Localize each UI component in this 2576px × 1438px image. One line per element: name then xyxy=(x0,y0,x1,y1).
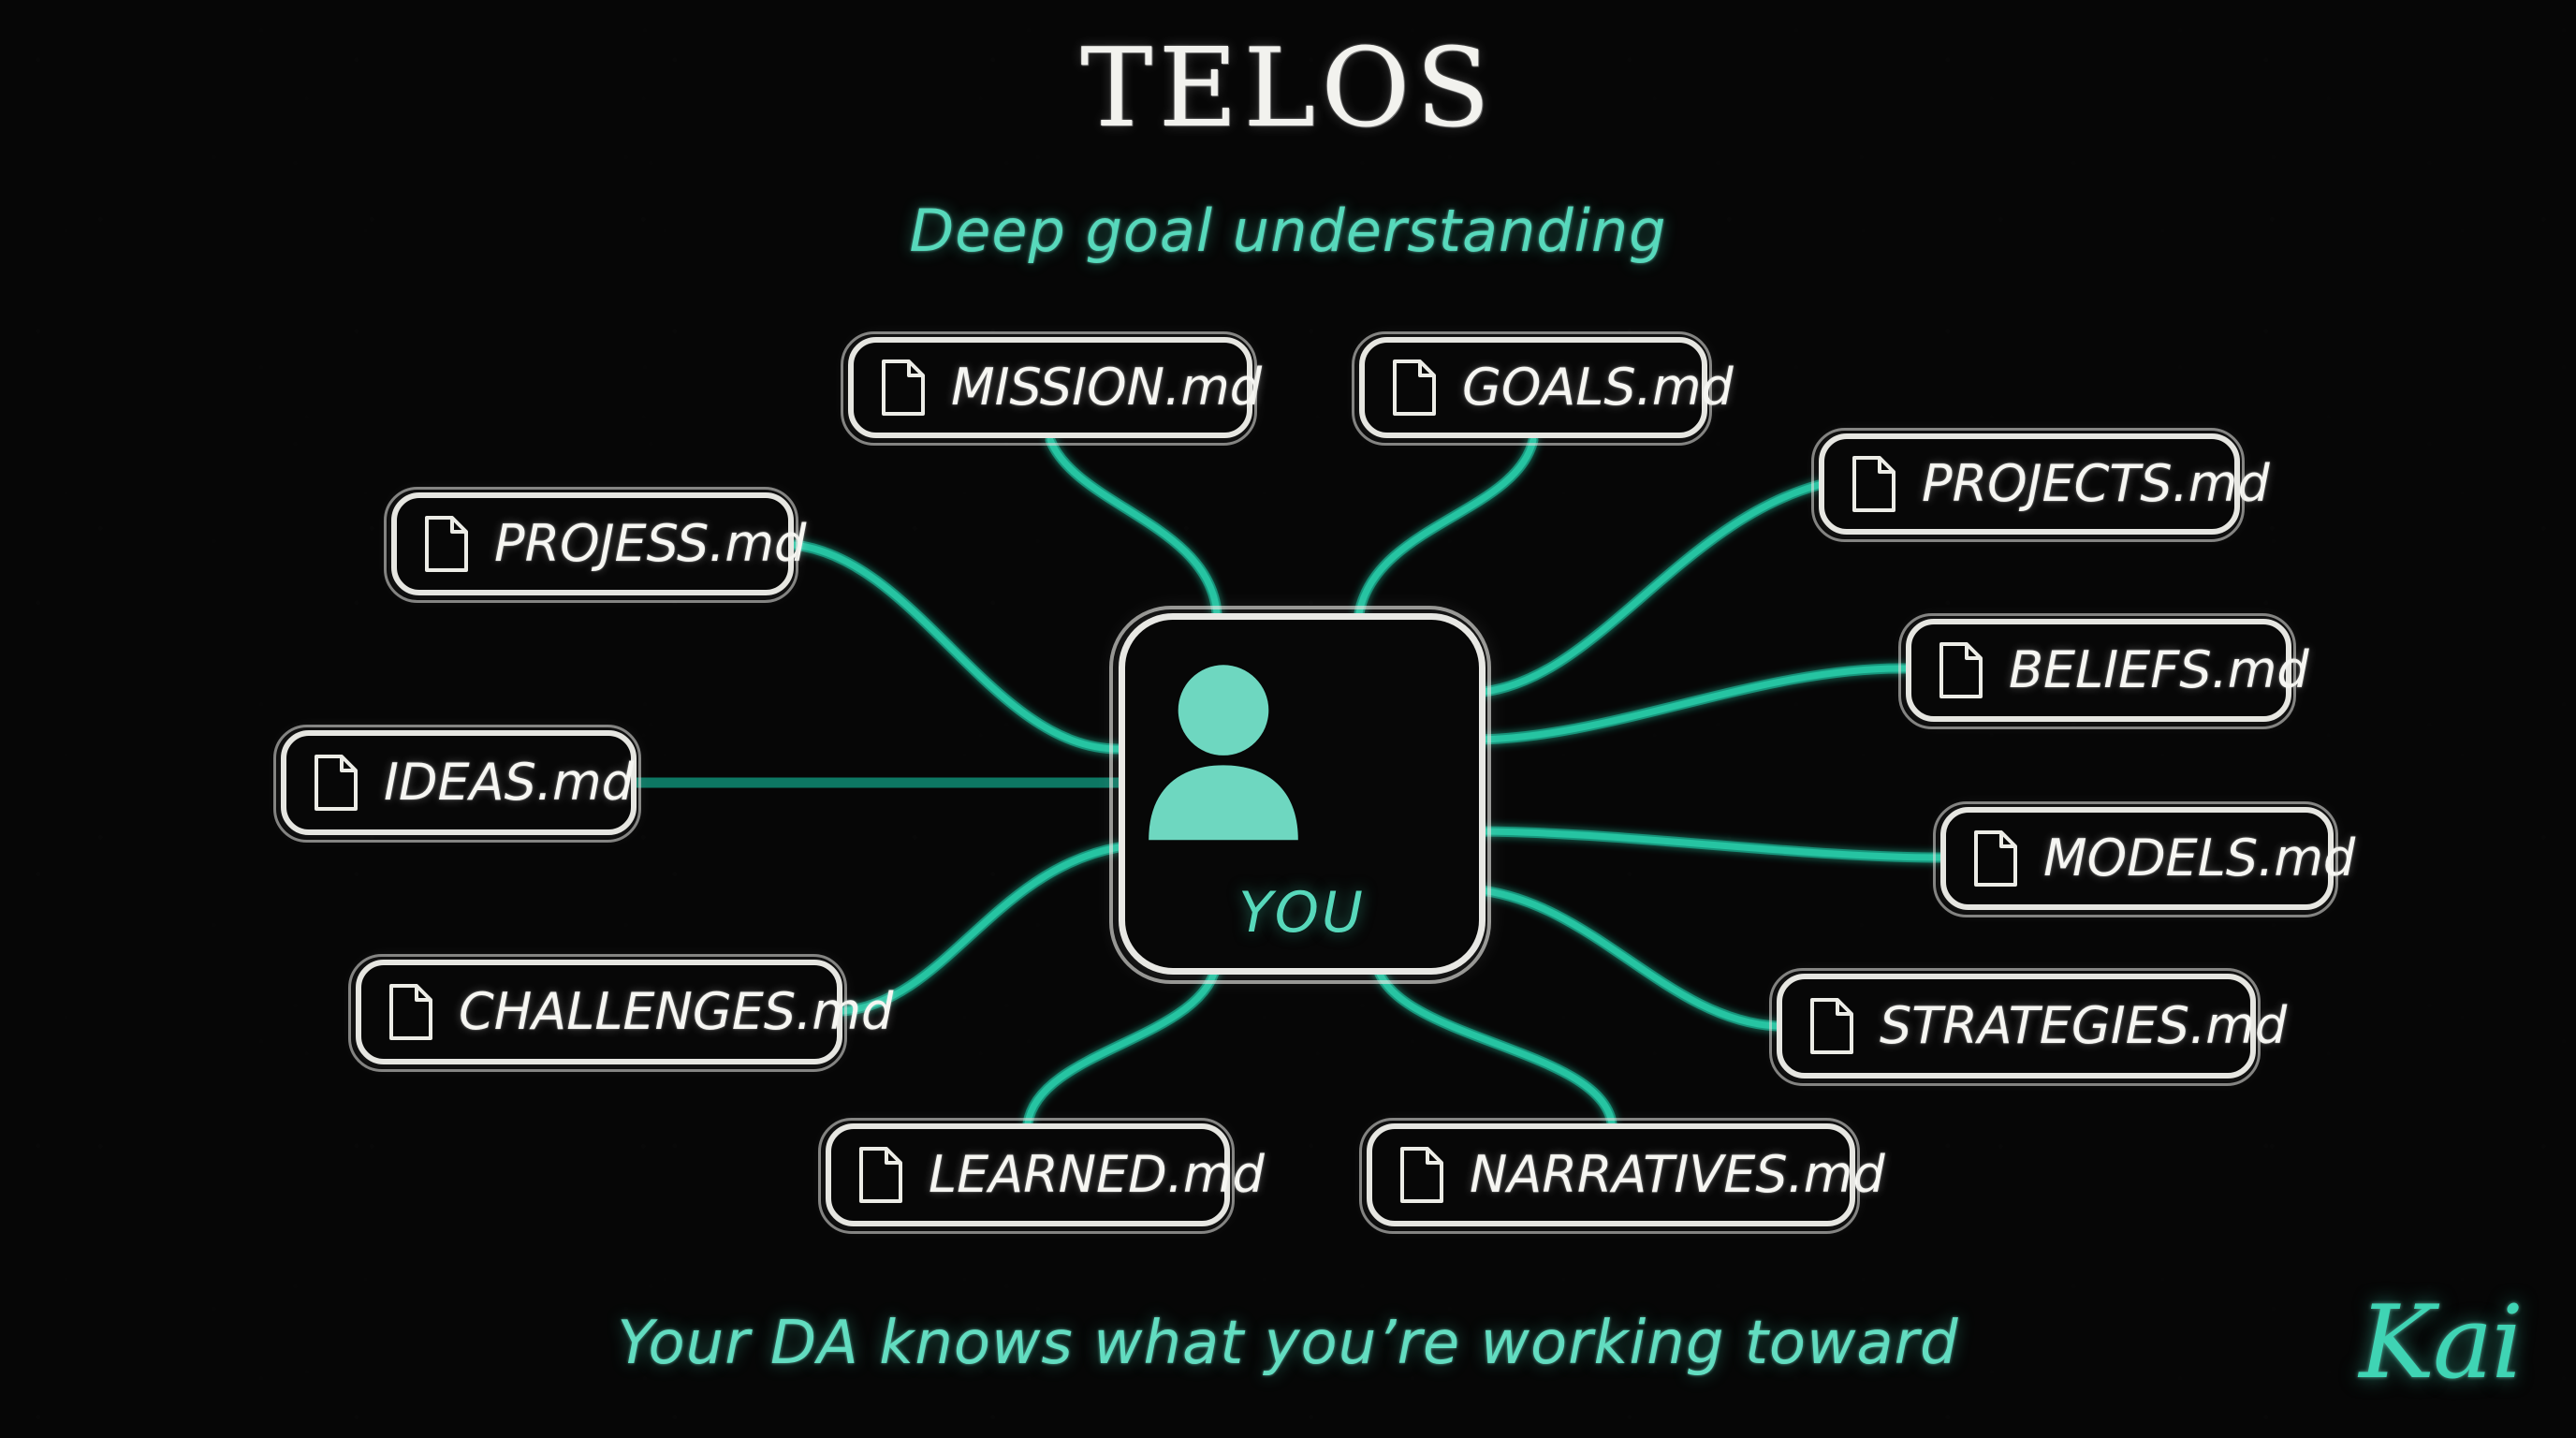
node-projess[interactable]: PROJESS.md xyxy=(384,487,806,603)
connector-you-mission-shadow xyxy=(1045,434,1222,619)
node-label-projects: PROJECTS.md xyxy=(1922,454,2270,513)
node-label-beliefs: BELIEFS.md xyxy=(2009,640,2309,699)
node-label-learned: LEARNED.md xyxy=(929,1145,1265,1204)
node-label-mission: MISSION.md xyxy=(951,358,1263,417)
document-icon xyxy=(1851,454,1897,514)
connector-you-goals-shadow xyxy=(1354,434,1539,619)
author-signature: Kai xyxy=(2359,1284,2524,1401)
node-beliefs[interactable]: BELIEFS.md xyxy=(1898,613,2309,729)
node-mission[interactable]: MISSION.md xyxy=(841,331,1262,446)
connector-you-narratives-shadow xyxy=(1370,956,1617,1129)
node-projects[interactable]: PROJECTS.md xyxy=(1811,428,2270,542)
document-icon xyxy=(857,1145,904,1205)
page-subtitle: Deep goal understanding xyxy=(909,197,1667,265)
connector-you-projects xyxy=(1469,481,1822,697)
node-label-challenges: CHALLENGES.md xyxy=(459,982,894,1041)
center-node-label: YOU xyxy=(1238,880,1366,946)
connector-you-strategies xyxy=(1469,886,1780,1030)
document-icon xyxy=(1938,640,1984,700)
page-title: TELOS xyxy=(1080,25,1496,152)
document-icon xyxy=(1398,1145,1445,1205)
node-label-goals: GOALS.md xyxy=(1462,358,1734,417)
person-icon xyxy=(1149,665,1298,841)
node-narratives[interactable]: NARRATIVES.md xyxy=(1359,1118,1885,1234)
document-icon xyxy=(1808,996,1855,1056)
document-icon xyxy=(423,514,470,574)
footer-tagline: Your DA knows what you’re working toward xyxy=(617,1309,1959,1378)
node-label-projess: PROJESS.md xyxy=(494,514,807,573)
connector-you-projess-shadow xyxy=(788,539,1124,755)
node-strategies[interactable]: STRATEGIES.md xyxy=(1769,968,2287,1086)
center-node-you[interactable]: YOU xyxy=(1109,606,1491,984)
connector-you-learned-shadow xyxy=(1022,956,1222,1129)
node-label-models: MODELS.md xyxy=(2043,829,2356,888)
document-icon xyxy=(313,753,359,813)
connector-you-learned xyxy=(1024,958,1221,1127)
connector-you-mission xyxy=(1046,436,1221,617)
connector-you-models xyxy=(1469,828,1944,861)
node-ideas[interactable]: IDEAS.md xyxy=(273,725,641,843)
document-icon xyxy=(880,358,927,418)
node-label-narratives: NARRATIVES.md xyxy=(1470,1145,1885,1204)
document-icon xyxy=(1972,829,2019,888)
node-label-strategies: STRATEGIES.md xyxy=(1880,996,2288,1055)
node-learned[interactable]: LEARNED.md xyxy=(818,1118,1265,1234)
node-goals[interactable]: GOALS.md xyxy=(1352,331,1734,446)
connector-you-strategies-shadow xyxy=(1467,884,1782,1032)
connector-you-projess xyxy=(790,541,1122,753)
node-challenges[interactable]: CHALLENGES.md xyxy=(348,954,893,1072)
connector-you-beliefs xyxy=(1469,665,1910,743)
document-icon xyxy=(388,982,434,1042)
node-models[interactable]: MODELS.md xyxy=(1933,801,2355,917)
document-icon xyxy=(1391,358,1438,418)
connector-you-goals xyxy=(1355,436,1537,617)
connector-you-narratives xyxy=(1372,958,1616,1127)
connector-you-beliefs-shadow xyxy=(1467,663,1911,745)
connector-you-models-shadow xyxy=(1467,826,1946,863)
node-label-ideas: IDEAS.md xyxy=(384,753,634,812)
connector-you-projects-shadow xyxy=(1467,479,1824,698)
